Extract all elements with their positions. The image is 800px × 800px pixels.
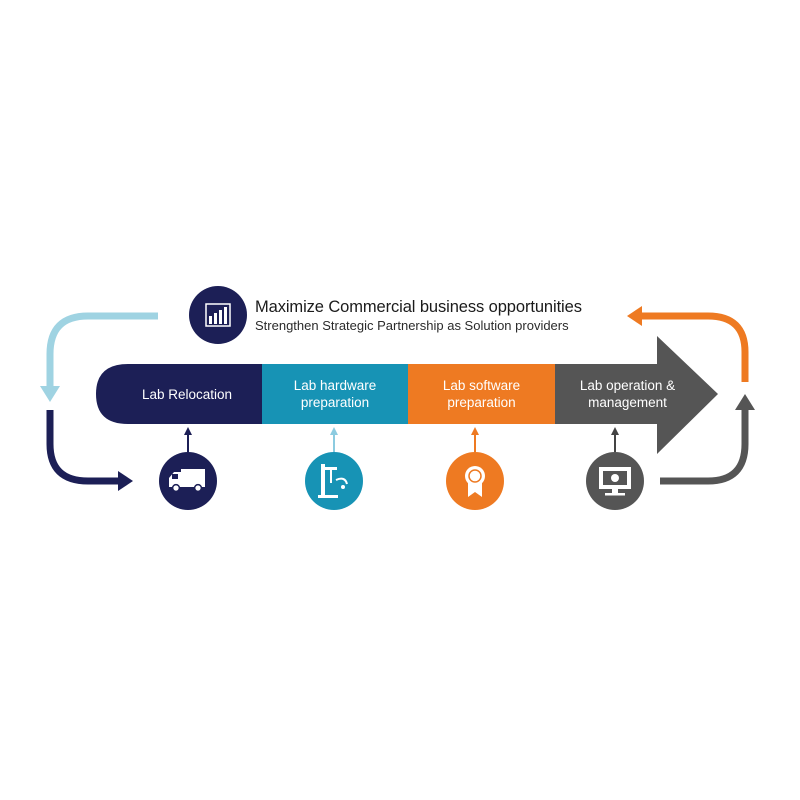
bar-chart-icon	[189, 286, 247, 344]
truck-icon	[159, 452, 217, 510]
light-blue-loop-arrow	[46, 312, 158, 388]
gray-loop-arrow	[660, 408, 749, 485]
stage-segment-lab-hardware	[262, 364, 408, 424]
connector-arrowhead-3	[471, 427, 479, 435]
connector-arrowhead-1	[184, 427, 192, 435]
lab-equipment-icon	[305, 452, 363, 510]
left-loop-arrows	[40, 312, 158, 491]
stage-segment-lab-software	[408, 364, 555, 424]
orange-loop-arrow	[640, 312, 749, 382]
connector-arrowhead-4	[611, 427, 619, 435]
stage-label-lab-relocation: Lab Relocation	[141, 386, 233, 402]
monitor-icon	[586, 452, 644, 510]
main-arrow	[96, 336, 718, 454]
connector-arrows	[184, 427, 619, 452]
stage-label-lab-software: Lab software preparation	[442, 378, 521, 410]
navy-arrowhead	[118, 471, 133, 491]
gray-arrowhead	[735, 394, 755, 410]
award-badge-icon	[446, 452, 504, 510]
connector-arrowhead-2	[330, 427, 338, 435]
stage-segment-lab-operation	[555, 336, 718, 454]
stage-label-lab-operation: Lab operation & management	[579, 378, 676, 410]
orange-arrowhead	[627, 306, 642, 326]
header-subtitle: Strengthen Strategic Partnership as Solu…	[255, 318, 569, 333]
navy-loop-arrow	[46, 410, 120, 485]
light-blue-arrowhead	[40, 386, 60, 402]
stage-segment-lab-relocation	[96, 364, 262, 424]
header-title: Maximize Commercial business opportuniti…	[255, 298, 582, 316]
stage-label-lab-hardware: Lab hardware preparation	[293, 378, 377, 410]
right-loop-arrows	[627, 306, 755, 485]
